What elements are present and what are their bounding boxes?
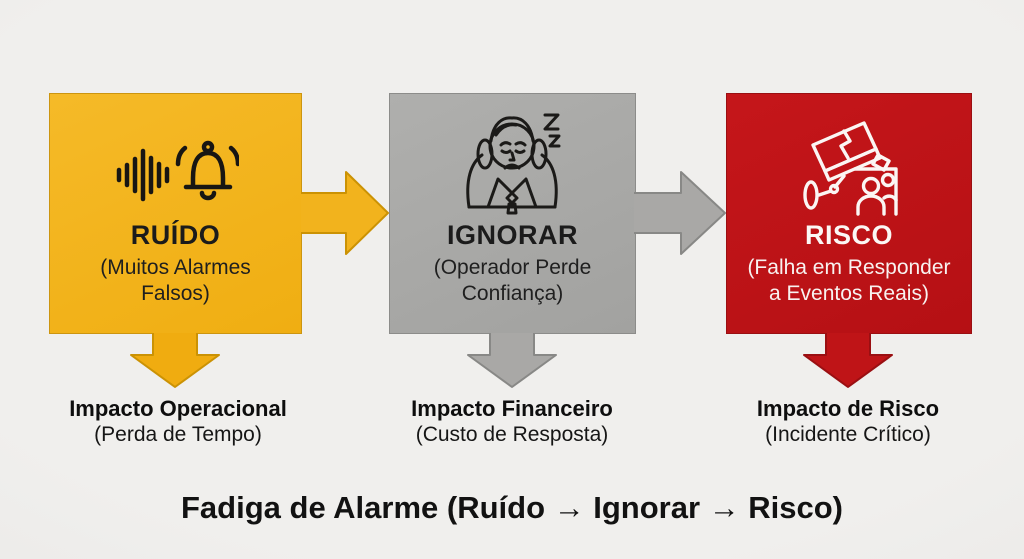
stage-subtitle-ignorar: (Operador Perde Confiança) — [433, 256, 592, 305]
stage-subtitle-risco: (Falha em Responder a Eventos Reais) — [747, 256, 951, 305]
impact-title: Impacto Operacional — [69, 396, 287, 421]
stage-title-risco: RISCO — [804, 220, 893, 250]
impact-label-financeiro: Impacto Financeiro (Custo de Resposta) — [372, 395, 652, 448]
stage-ignorar-box: IGNORAR (Operador Perde Confiança) — [389, 93, 636, 334]
stage-title-ruido: RUÍDO — [130, 220, 221, 250]
impact-subtitle: (Custo de Resposta) — [415, 423, 609, 446]
impact-subtitle: (Perda de Tempo) — [94, 423, 262, 446]
impact-subtitle: (Incidente Crítico) — [765, 423, 931, 446]
flow-arrow-right-1 — [301, 171, 389, 255]
fatigued-operator-icon — [465, 113, 560, 215]
stage-subtitle-ruido: (Muitos Alarmes Falsos) — [100, 256, 251, 305]
sound-wave-bell-icon — [116, 140, 239, 202]
impact-title: Impacto Financeiro — [411, 396, 613, 421]
stage-risco-box: RISCO (Falha em Responder a Eventos Reai… — [726, 93, 972, 334]
impact-title: Impacto de Risco — [756, 396, 940, 421]
diagram-caption: Fadiga de Alarme (Ruído → Ignorar → Risc… — [181, 490, 843, 525]
stage-ruido-box: RUÍDO (Muitos Alarmes Falsos) — [49, 93, 302, 334]
down-arrow-ignorar — [467, 333, 557, 388]
impact-label-risco: Impacto de Risco (Incidente Crítico) — [708, 395, 988, 448]
flow-arrow-right-2 — [634, 171, 726, 255]
broken-camera-people-icon — [803, 121, 898, 216]
impact-label-operacional: Impacto Operacional (Perda de Tempo) — [38, 395, 318, 448]
down-arrow-risco — [803, 333, 893, 388]
down-arrow-ruido — [130, 333, 220, 388]
stage-title-ignorar: IGNORAR — [447, 220, 578, 250]
